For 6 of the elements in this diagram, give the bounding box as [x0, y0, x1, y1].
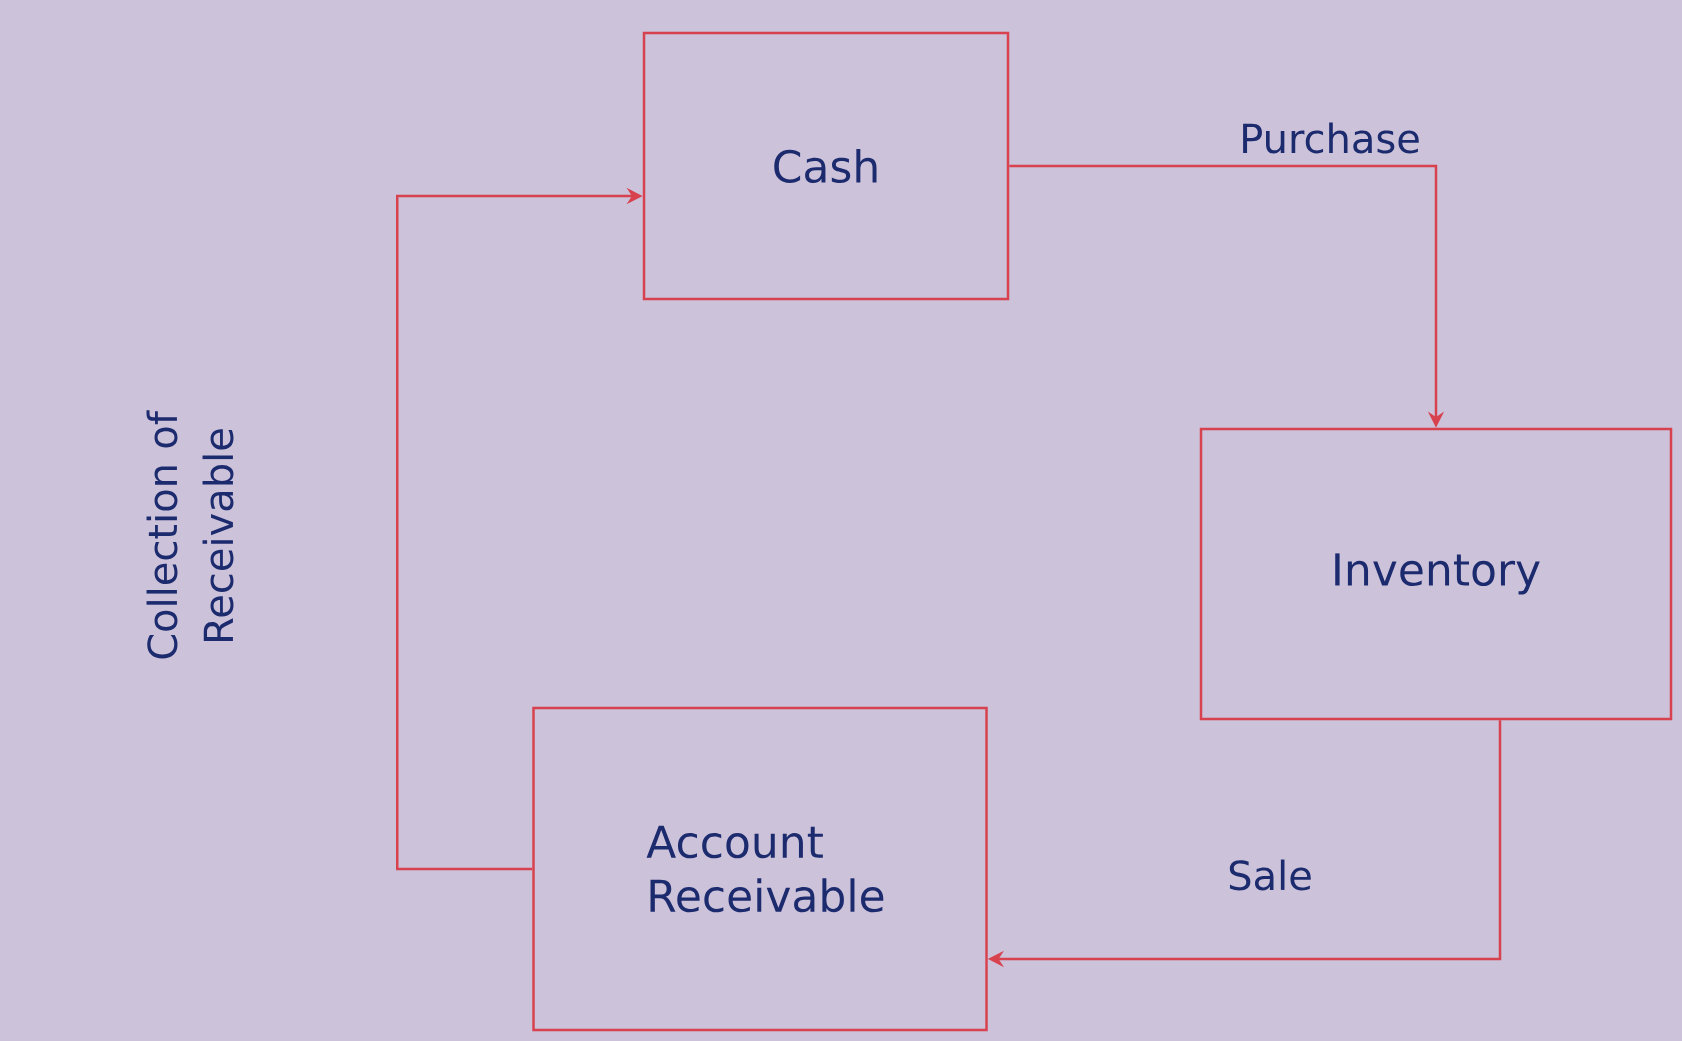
edge-label: Collection of Receivable — [146, 410, 234, 659]
process-box: Inventory — [1199, 427, 1673, 721]
process-box: Account Receivable — [532, 706, 988, 1032]
process-box: Cash — [642, 31, 1010, 301]
edge-label: Sale — [1229, 859, 1311, 891]
edge-label: Purchase — [1243, 122, 1419, 154]
